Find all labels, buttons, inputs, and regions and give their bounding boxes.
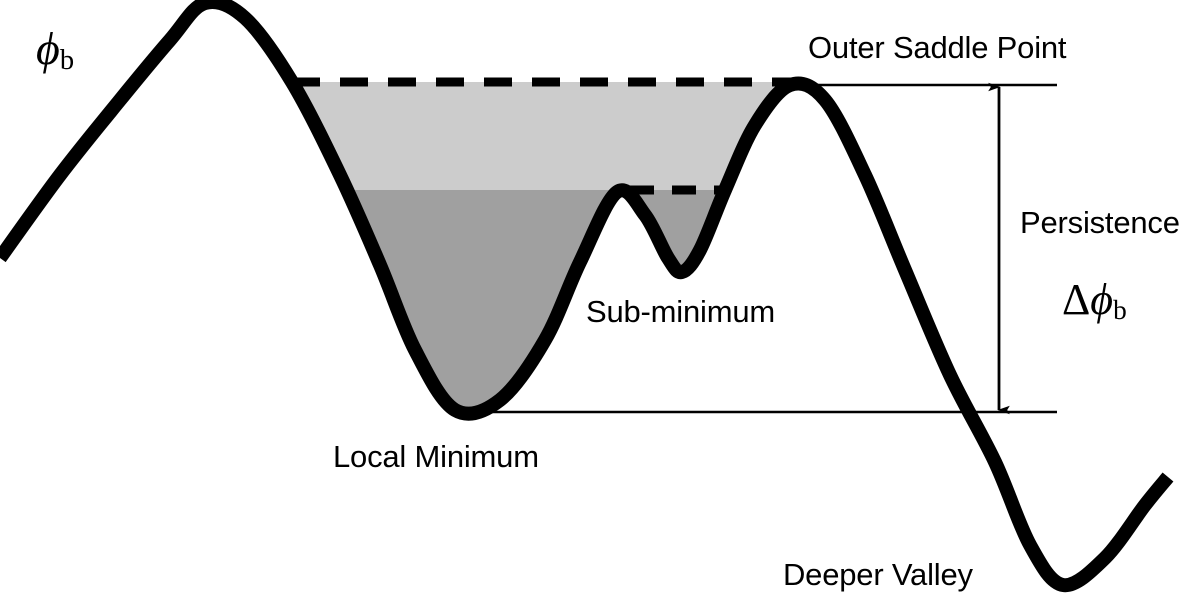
- outer-saddle-point-label: Outer Saddle Point: [808, 30, 1067, 65]
- phi-subscript: b: [59, 45, 75, 77]
- phi-subscript: b: [1113, 294, 1127, 325]
- sub-minimum-label: Sub-minimum: [586, 294, 776, 329]
- delta-glyph: Δ: [1062, 275, 1091, 324]
- deeper-valley-label: Deeper Valley: [783, 557, 973, 592]
- local-minimum-label: Local Minimum: [333, 439, 539, 474]
- persistence-label: Persistence: [1020, 205, 1180, 240]
- persistence-symbol-label: Δϕb: [1062, 278, 1127, 324]
- phi-glyph: ϕ: [36, 23, 60, 74]
- sub-minimum-fill-region: [346, 190, 726, 414]
- axis-symbol-label: ϕb: [36, 26, 74, 76]
- potential-energy-curve: [0, 0, 1174, 593]
- phi-glyph: ϕ: [1090, 275, 1114, 324]
